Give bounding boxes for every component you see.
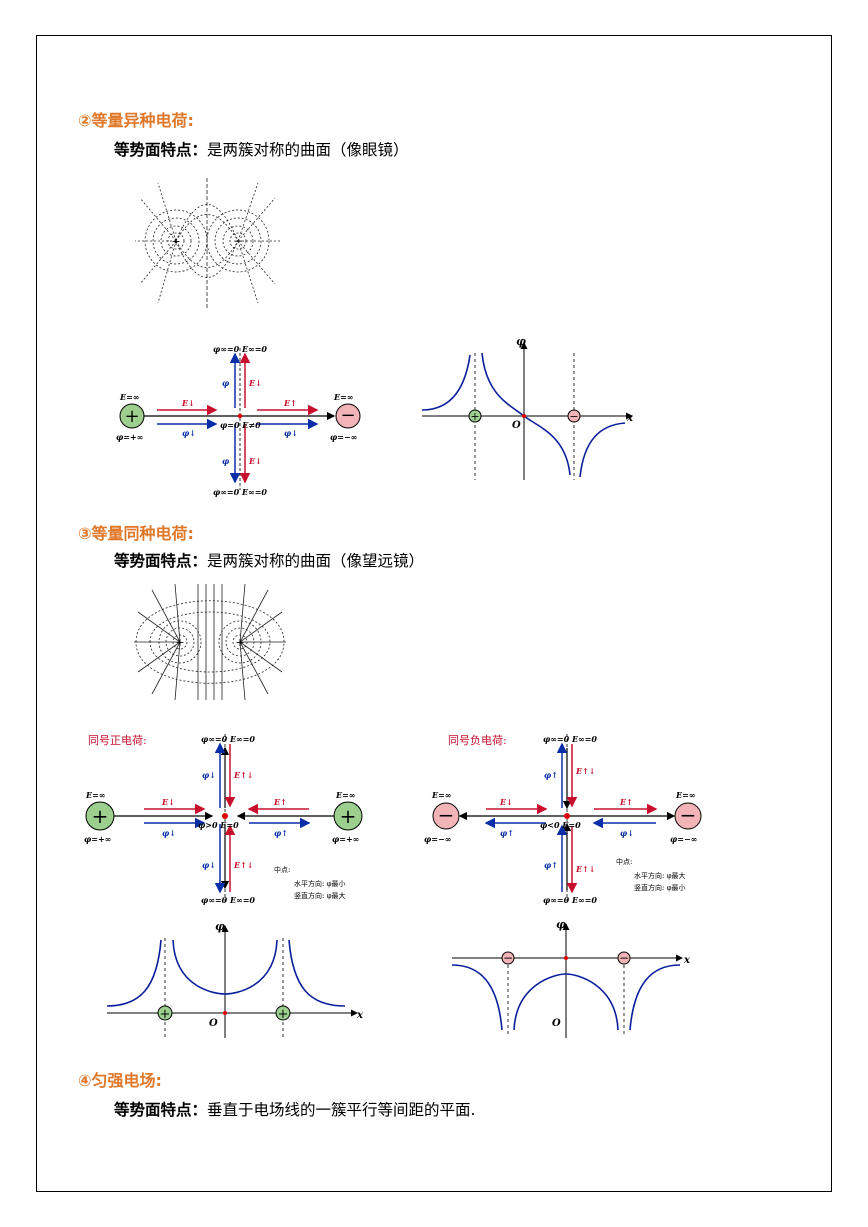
- svg-text:φ=−∞: φ=−∞: [670, 834, 697, 844]
- svg-text:+: +: [92, 804, 109, 828]
- svg-text:x: x: [356, 1010, 364, 1021]
- svg-text:E↑: E↑: [273, 797, 287, 807]
- svg-text:φ=0 E≠0: φ=0 E≠0: [220, 420, 261, 430]
- section-text-uniform: 等势面特点：垂直于电场线的一簇平行等间距的平面.: [114, 1101, 476, 1119]
- svg-text:水平方向: φ最小: 水平方向: φ最小: [294, 879, 346, 888]
- svg-text:E↓: E↓: [248, 378, 262, 388]
- svg-text:E↓: E↓: [248, 456, 262, 466]
- svg-text:+: +: [278, 1007, 289, 1022]
- potential-graph-opposite: + − φ x O: [421, 335, 634, 480]
- svg-text:+: +: [175, 636, 184, 649]
- svg-text:φ=−∞: φ=−∞: [424, 834, 451, 844]
- svg-text:E↑↓: E↑↓: [233, 860, 254, 870]
- svg-text:φ∞=0 E∞=0: φ∞=0 E∞=0: [543, 734, 597, 744]
- potential-graph-same-negative: − − φ x O: [451, 918, 691, 1038]
- svg-text:φ∞=0 E∞=0: φ∞=0 E∞=0: [201, 895, 255, 905]
- svg-text:φ>0 E=0: φ>0 E=0: [198, 820, 239, 830]
- svg-text:φ∞=0 E∞=0: φ∞=0 E∞=0: [543, 895, 597, 905]
- svg-text:O: O: [512, 420, 521, 431]
- svg-text:E↓: E↓: [181, 398, 195, 408]
- potential-graph-same-positive: + + φ x O: [106, 920, 364, 1038]
- svg-text:+: +: [235, 636, 244, 649]
- svg-text:E↑↓: E↑↓: [233, 770, 254, 780]
- svg-text:E=∞: E=∞: [85, 790, 105, 800]
- svg-text:φ↓: φ↓: [202, 860, 216, 870]
- svg-text:−: −: [680, 803, 697, 827]
- svg-text:−: −: [233, 234, 243, 248]
- page-border: [36, 35, 832, 1192]
- svg-text:φ=−∞: φ=−∞: [330, 432, 357, 442]
- svg-text:竖直方向: φ最小: 竖直方向: φ最小: [634, 883, 686, 892]
- svg-text:O: O: [209, 1018, 218, 1029]
- svg-text:φ↑: φ↑: [500, 828, 514, 838]
- svg-text:E↓: E↓: [161, 797, 175, 807]
- svg-text:E↑↓: E↑↓: [575, 766, 596, 776]
- svg-text:−: −: [438, 803, 455, 827]
- svg-text:φ↓: φ↓: [182, 428, 196, 438]
- svg-text:−: −: [340, 405, 355, 426]
- svg-text:E=∞: E=∞: [335, 790, 355, 800]
- svg-text:φ↑: φ↑: [544, 770, 558, 780]
- svg-text:竖直方向: φ最大: 竖直方向: φ最大: [294, 891, 346, 900]
- svg-text:φ∞=0 E∞=0: φ∞=0 E∞=0: [201, 734, 255, 744]
- section-heading-uniform: ④匀强电场:: [78, 1071, 162, 1090]
- field-sketch-same: + +: [134, 583, 286, 701]
- svg-text:E↓: E↓: [499, 797, 513, 807]
- svg-text:φ=+∞: φ=+∞: [84, 834, 111, 844]
- svg-text:x: x: [626, 413, 634, 424]
- section-text-same: 等势面特点：是两簇对称的曲面（像望远镜）: [114, 552, 425, 570]
- field-sketch-opposite: + −: [135, 178, 282, 308]
- svg-text:φ↑: φ↑: [544, 860, 558, 870]
- svg-text:+: +: [124, 406, 139, 427]
- same-negative-title: 同号负电荷:: [448, 733, 507, 747]
- svg-text:φ: φ: [222, 378, 230, 388]
- svg-text:φ: φ: [516, 335, 526, 348]
- svg-text:+: +: [340, 804, 357, 828]
- svg-text:+: +: [160, 1007, 171, 1022]
- cross-diagram-same-positive: 同号正电荷: + + φ∞=0 E∞=0 φ∞=0 E∞=0 E=∞ φ=+∞ …: [84, 734, 363, 905]
- same-positive-title: 同号正电荷:: [88, 734, 147, 747]
- svg-text:φ∞=0 E∞=0: φ∞=0 E∞=0: [213, 344, 267, 354]
- svg-text:φ↑: φ↑: [274, 828, 288, 838]
- svg-text:E↑: E↑: [283, 398, 297, 408]
- svg-text:φ↓: φ↓: [202, 770, 216, 780]
- svg-text:−: −: [619, 951, 629, 965]
- svg-text:E=∞: E=∞: [333, 392, 353, 402]
- svg-text:φ: φ: [222, 456, 230, 466]
- svg-text:x: x: [683, 955, 691, 966]
- section-text-opposite: 等势面特点：是两簇对称的曲面（像眼镜）: [114, 141, 409, 159]
- svg-text:φ: φ: [215, 920, 225, 933]
- svg-text:E↑: E↑: [619, 797, 633, 807]
- section-heading-opposite: ②等量异种电荷:: [78, 111, 194, 130]
- svg-text:φ↓: φ↓: [284, 428, 298, 438]
- svg-text:φ=+∞: φ=+∞: [332, 834, 359, 844]
- svg-text:E=∞: E=∞: [675, 790, 695, 800]
- svg-text:−: −: [569, 410, 578, 423]
- svg-text:φ∞=0 E∞=0: φ∞=0 E∞=0: [213, 487, 267, 497]
- svg-text:+: +: [470, 410, 479, 423]
- cross-diagram-opposite: + − φ∞=0 E∞=0 φ∞=0 E∞=0 E=∞ φ=+∞ E=∞ φ=−…: [116, 344, 361, 497]
- cross-diagram-same-negative: 同号负电荷: − − φ∞=0 E∞=0 φ∞=0 E∞=0 E=∞ φ=−∞ …: [424, 733, 702, 905]
- svg-text:E↑↓: E↑↓: [575, 864, 596, 874]
- svg-text:E=∞: E=∞: [431, 790, 451, 800]
- svg-text:E=∞: E=∞: [119, 392, 139, 402]
- svg-text:φ↓: φ↓: [620, 828, 634, 838]
- svg-text:O: O: [552, 1018, 561, 1029]
- svg-text:φ↓: φ↓: [162, 828, 176, 838]
- svg-text:−: −: [503, 951, 513, 965]
- svg-text:φ=+∞: φ=+∞: [116, 432, 143, 442]
- svg-text:+: +: [171, 235, 180, 248]
- svg-text:水平方向: φ最大: 水平方向: φ最大: [634, 871, 686, 880]
- svg-text:φ: φ: [556, 918, 566, 931]
- svg-text:中点:: 中点:: [616, 857, 632, 866]
- svg-text:φ<0 E=0: φ<0 E=0: [540, 820, 581, 830]
- section-heading-same: ③等量同种电荷:: [78, 524, 194, 543]
- svg-text:中点:: 中点:: [274, 865, 290, 874]
